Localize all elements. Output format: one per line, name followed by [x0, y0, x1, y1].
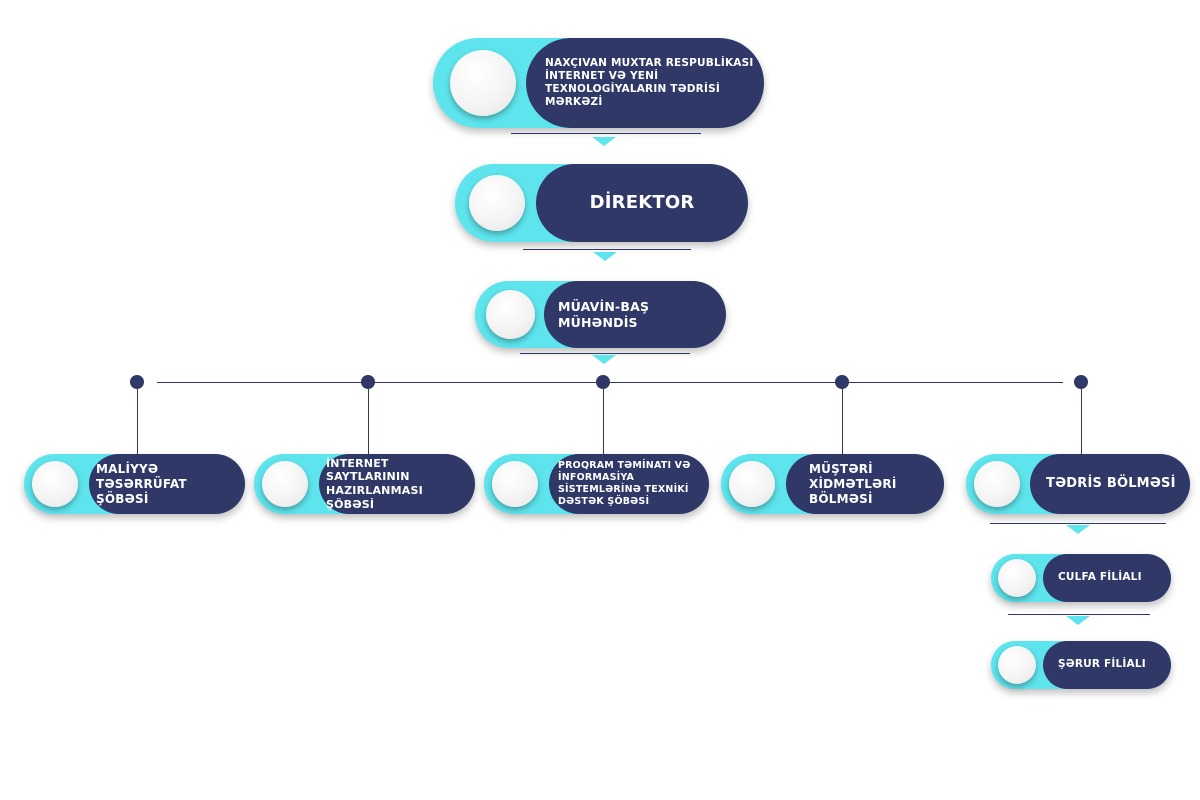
branch-drop — [368, 389, 369, 454]
node-training-label: TƏDRİS BÖLMƏSİ — [1046, 475, 1176, 491]
branch-drop — [1081, 389, 1082, 454]
node-customer: MÜŞTƏRİ XİDMƏTLƏRİ BÖLMƏSİ — [721, 454, 944, 514]
branch-drop — [603, 389, 604, 454]
branch-drop — [137, 389, 138, 454]
node-director: DİREKTOR — [455, 164, 748, 242]
branch-dot — [835, 375, 849, 389]
node-center: NAXÇIVAN MUXTAR RESPUBLİKASI İNTERNET VƏ… — [433, 38, 764, 128]
branch-dot — [1074, 375, 1088, 389]
node-serur-label: ŞƏRUR FİLİALI — [1058, 658, 1146, 671]
node-circle-icon — [974, 461, 1020, 507]
connector-bar — [511, 133, 701, 134]
node-circle-icon — [32, 461, 78, 507]
node-software-label: PROQRAM TƏMİNATI VƏ İNFORMASİYA SİSTEMLƏ… — [558, 460, 691, 507]
branch-drop — [842, 389, 843, 454]
connector-bar — [990, 523, 1166, 524]
branch-dot — [130, 375, 144, 389]
node-software: PROQRAM TƏMİNATI VƏ İNFORMASİYA SİSTEMLƏ… — [484, 454, 709, 514]
connector-bar — [523, 249, 691, 250]
node-circle-icon — [486, 290, 535, 339]
node-culfa-label: CULFA FİLİALI — [1058, 571, 1142, 584]
node-center-label: NAXÇIVAN MUXTAR RESPUBLİKASI İNTERNET VƏ… — [545, 56, 754, 109]
connector-arrow-icon — [1066, 525, 1090, 534]
node-circle-icon — [729, 461, 775, 507]
branch-dot — [596, 375, 610, 389]
node-customer-label: MÜŞTƏRİ XİDMƏTLƏRİ BÖLMƏSİ — [809, 461, 897, 506]
node-training: TƏDRİS BÖLMƏSİ — [966, 454, 1190, 514]
node-circle-icon — [998, 646, 1036, 684]
connector-bar — [520, 353, 690, 354]
node-culfa: CULFA FİLİALI — [991, 554, 1171, 602]
node-serur: ŞƏRUR FİLİALI — [991, 641, 1171, 689]
connector-arrow-icon — [592, 137, 616, 146]
node-finance: MALİYYƏ TƏSƏRRÜFAT ŞÖBƏSİ — [24, 454, 245, 514]
connector-arrow-icon — [592, 355, 616, 364]
node-websites: İNTERNET SAYTLARININ HAZIRLANMASI ŞÖBƏSİ — [254, 454, 475, 514]
node-circle-icon — [492, 461, 538, 507]
node-circle-icon — [469, 175, 525, 231]
node-finance-label: MALİYYƏ TƏSƏRRÜFAT ŞÖBƏSİ — [96, 461, 187, 506]
node-deputy: MÜAVİN-BAŞ MÜHƏNDİS — [475, 281, 726, 348]
node-circle-icon — [450, 50, 516, 116]
node-circle-icon — [998, 559, 1036, 597]
node-deputy-label: MÜAVİN-BAŞ MÜHƏNDİS — [558, 298, 650, 330]
branch-dot — [361, 375, 375, 389]
connector-bar — [1008, 614, 1150, 615]
node-circle-icon — [262, 461, 308, 507]
connector-arrow-icon — [1066, 616, 1090, 625]
branch-line — [157, 382, 1063, 383]
node-director-label: DİREKTOR — [589, 191, 695, 213]
node-websites-label: İNTERNET SAYTLARININ HAZIRLANMASI ŞÖBƏSİ — [326, 456, 423, 511]
connector-arrow-icon — [593, 252, 617, 261]
